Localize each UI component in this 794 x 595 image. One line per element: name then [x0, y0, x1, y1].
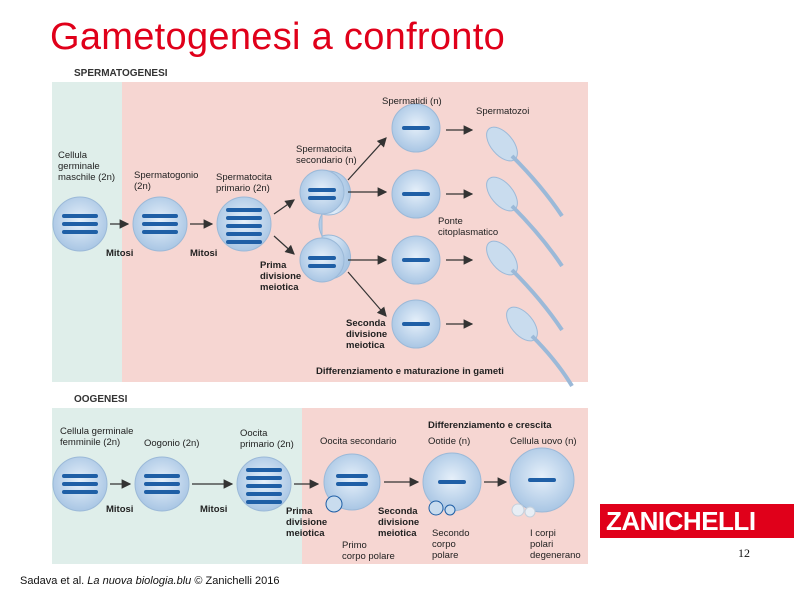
- credit-book-title: La nuova biologia.blu: [87, 575, 192, 587]
- credit-publisher: © Zanichelli 2016: [191, 575, 280, 587]
- label-prima-divisione-meiotica: Prima divisione meiotica: [260, 260, 302, 293]
- gametogenesis-diagram: [52, 82, 588, 564]
- label-ootide: Ootide (n): [428, 436, 471, 447]
- primary-oocyte: [236, 456, 292, 512]
- label-differenziamento-crescita: Differenziamento e crescita: [428, 420, 552, 431]
- ootid: [422, 452, 482, 516]
- label-spermatocita-primario: Spermatocita primario (2n): [216, 172, 272, 194]
- label-cellula-germinale-femminile: Cellula germinale femminile (2n): [60, 426, 134, 448]
- germ-cell-female: [52, 456, 108, 512]
- germ-cell-male: [52, 196, 108, 252]
- gametogenesis-figure: SPERMATOGENESI Cellula germinale maschil…: [52, 64, 588, 568]
- page-number: 12: [738, 546, 750, 560]
- label-spermatocita-secondario: Spermatocita secondario (n): [296, 144, 357, 166]
- label-primo-corpo-polare: Primo corpo polare: [342, 540, 395, 562]
- label-seconda-divisione-meiotica: Seconda divisione meiotica: [346, 318, 388, 351]
- label-corpi-polari-degenerano: I corpi polari degenerano: [530, 528, 581, 561]
- spermatogenesis-pink-zone: [122, 82, 588, 382]
- label-ponte-citoplasmatico: Ponte citoplasmatico: [438, 216, 499, 238]
- label-oogenesi-mitosi-1: Mitosi: [106, 504, 134, 515]
- credit-authors: Sadava et al.: [20, 575, 88, 587]
- label-oogenesi-prima-divisione: Prima divisione meiotica: [286, 506, 328, 539]
- oogenesis-arrows: [110, 477, 508, 489]
- label-cellula-uovo: Cellula uovo (n): [510, 436, 577, 447]
- label-oogenesi-mitosi-2: Mitosi: [200, 504, 228, 515]
- spermatogonium: [132, 196, 188, 252]
- source-credit: Sadava et al. La nuova biologia.blu © Za…: [20, 575, 279, 587]
- egg-cell: [509, 447, 575, 518]
- secondary-spermatocytes: [299, 169, 352, 283]
- section-title-spermatogenesi: SPERMATOGENESI: [74, 68, 168, 79]
- slide-title: Gametogenesi a confronto: [50, 16, 506, 58]
- label-spermatidi: Spermatidi (n): [382, 96, 442, 107]
- zanichelli-logo: ZANICHELLI: [600, 504, 794, 538]
- label-oogonio: Oogonio (2n): [144, 438, 200, 449]
- section-title-oogenesi: OOGENESI: [74, 394, 128, 405]
- secondary-oocyte: [323, 453, 381, 513]
- spermatogenesis-arrows: [110, 125, 474, 329]
- label-cellula-germinale-maschile: Cellula germinale maschile (2n): [58, 150, 116, 183]
- label-spermatozoi: Spermatozoi: [476, 106, 530, 117]
- oogonium: [134, 456, 190, 512]
- label-oocita-primario: Oocita primario (2n): [240, 428, 294, 450]
- label-mitosi-1: Mitosi: [106, 248, 134, 259]
- label-spermatogonio: Spermatogonio (2n): [134, 170, 199, 192]
- label-oogenesi-seconda-divisione: Seconda divisione meiotica: [378, 506, 420, 539]
- label-differenziamento-maturazione: Differenziamento e maturazione in gameti: [316, 366, 504, 377]
- spermatids: [391, 103, 441, 349]
- label-mitosi-2: Mitosi: [190, 248, 218, 259]
- spermatozoa: [486, 126, 574, 388]
- label-oocita-secondario: Oocita secondario: [320, 436, 397, 447]
- primary-spermatocyte: [216, 196, 272, 252]
- label-secondo-corpo-polare: Secondo corpo polare: [432, 528, 470, 561]
